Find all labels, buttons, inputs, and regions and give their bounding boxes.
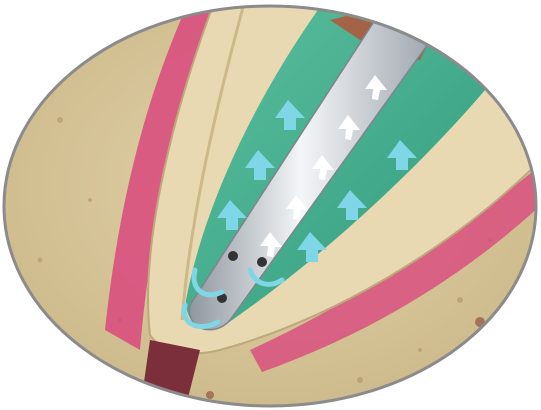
needle-vent-1 — [228, 251, 238, 261]
needle-vent-2 — [257, 257, 267, 267]
apex-tissue — [140, 340, 200, 410]
